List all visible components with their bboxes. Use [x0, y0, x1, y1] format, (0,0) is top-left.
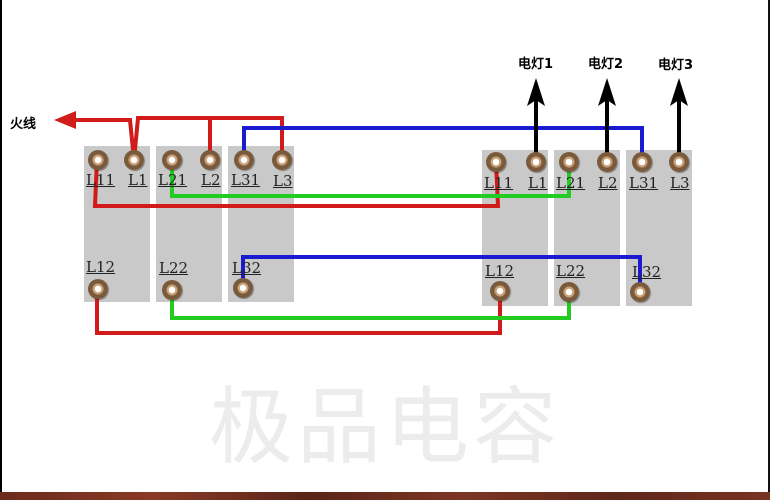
label-right-l32: L32	[632, 263, 662, 281]
window-border-left	[0, 0, 2, 500]
label-right-l2: L2	[598, 174, 618, 192]
terminal-right-l3	[669, 152, 689, 172]
window-border-right	[768, 0, 770, 500]
terminal-right-l1	[526, 152, 546, 172]
terminal-left-l22	[162, 280, 182, 300]
red-wire-l12-right-l12	[95, 289, 502, 335]
red-wire-live-feed	[70, 118, 136, 161]
left-switch-panel-3	[228, 146, 294, 302]
terminal-left-l1	[124, 150, 144, 170]
terminal-right-l32	[630, 282, 650, 302]
red-wire-l11-right-l11	[92, 159, 501, 208]
blue-wire-l32-right-l32	[241, 255, 642, 292]
lamp-1-label: 电灯1	[518, 57, 554, 72]
label-left-l22: L22	[159, 259, 189, 277]
lamp-2-arrow	[598, 78, 616, 106]
terminal-left-l21	[162, 150, 182, 170]
terminal-left-l11	[88, 150, 108, 170]
left-switch-panel-2	[156, 146, 222, 302]
red-wire-l1-l2-l3	[132, 116, 284, 161]
terminal-left-l32	[233, 278, 253, 298]
label-left-l31: L31	[231, 171, 261, 189]
terminal-left-l3	[272, 150, 292, 170]
label-right-l31: L31	[629, 174, 659, 192]
terminal-right-l12	[490, 281, 510, 301]
label-right-l11: L11	[484, 174, 514, 192]
terminal-right-l2	[597, 152, 617, 172]
label-left-l32: L32	[232, 259, 262, 277]
label-right-l3: L3	[670, 174, 690, 192]
terminal-left-l2	[200, 150, 220, 170]
lamp-3-arrow	[670, 78, 688, 106]
label-left-l11: L11	[86, 171, 116, 189]
live-wire-arrow	[54, 111, 76, 129]
right-switch-panel-3	[626, 150, 692, 306]
terminal-right-l22	[559, 282, 579, 302]
watermark: 极品电容	[208, 378, 561, 476]
green-wire-l22-right-l22	[170, 290, 571, 320]
label-left-l1: L1	[128, 171, 148, 189]
label-left-l2: L2	[201, 171, 221, 189]
terminal-right-l11	[486, 152, 506, 172]
label-right-l1: L1	[528, 174, 548, 192]
terminal-left-l12	[88, 279, 108, 299]
terminal-right-l21	[559, 152, 579, 172]
label-left-l12: L12	[86, 258, 116, 276]
label-right-l22: L22	[556, 262, 586, 280]
label-right-l12: L12	[485, 262, 515, 280]
terminal-left-l31	[234, 150, 254, 170]
bottom-image-strip	[0, 492, 770, 500]
label-right-l21: L21	[556, 174, 586, 192]
blue-wire-l31-right-l31	[242, 126, 644, 162]
live-wire-label: 火线	[10, 117, 37, 132]
lamp-3-label: 电灯3	[658, 58, 694, 73]
right-switch-panel-2	[554, 150, 620, 306]
green-wire-l21-right-l21	[170, 160, 571, 198]
terminal-right-l31	[632, 152, 652, 172]
right-switch-panel-1	[482, 150, 548, 306]
label-left-l3: L3	[273, 172, 293, 190]
lamp-2-label: 电灯2	[588, 57, 624, 72]
label-left-l21: L21	[158, 171, 188, 189]
lamp-1-arrow	[527, 78, 545, 106]
